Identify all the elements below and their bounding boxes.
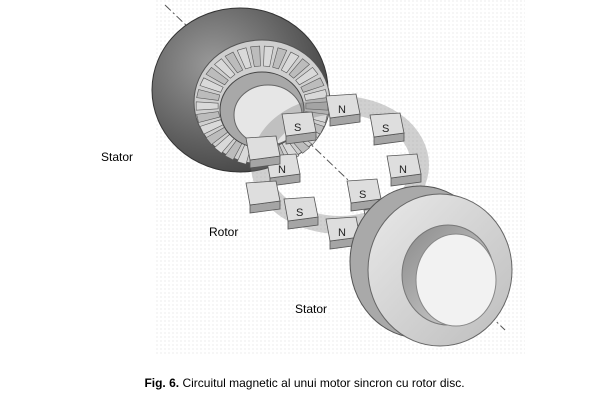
stator-tooth [236,47,252,70]
rotor-magnet [386,153,422,187]
rotor-magnet [245,135,281,169]
stator-bottom [349,185,513,347]
stator-tooth [224,51,244,74]
stator-tooth [250,45,261,67]
stator-tooth [199,77,224,93]
stator-tooth [300,77,325,93]
stator-tooth [288,58,310,79]
pole-letter-s1: S [382,123,389,135]
pole-letter-s4: S [296,207,303,219]
stator-tooth [263,45,274,67]
pole-letter-n2: N [399,164,407,176]
stator-tooth [280,51,300,74]
pole-letter-n1: N [338,104,346,116]
stator-tooth [295,67,319,86]
figure-caption: Fig. 6. Circuitul magnetic al unui motor… [0,376,609,390]
pole-letter-s3: S [359,189,366,201]
pole-letter-n4: N [338,227,346,239]
stator-tooth [272,47,288,70]
rotor-magnet [325,93,361,127]
stator-top [151,7,331,173]
stator-tooth [196,89,221,101]
stator-tooth [205,67,229,86]
stator-tooth [196,111,221,123]
rotor-magnet [346,178,382,212]
stator-tooth [214,58,236,79]
pole-letter-n3: N [278,164,286,176]
rotor-magnet [281,111,317,145]
label-rotor: Rotor [209,225,239,239]
rotor-magnet [265,153,301,187]
rotor-magnet [245,180,281,214]
figure-number: Fig. 6. [144,376,180,390]
stator-tooth [195,101,219,111]
label-stator-bottom: Stator [295,302,328,316]
rotor-magnet [369,112,405,146]
rotor-magnet [283,196,319,230]
pole-letters: N S S N N S S N [278,104,407,239]
stator-tooth [305,101,329,111]
caption-text: Circuitul magnetic al unui motor sincron… [179,376,465,390]
label-stator-top: Stator [101,150,134,164]
pole-letter-s2: S [294,122,301,134]
